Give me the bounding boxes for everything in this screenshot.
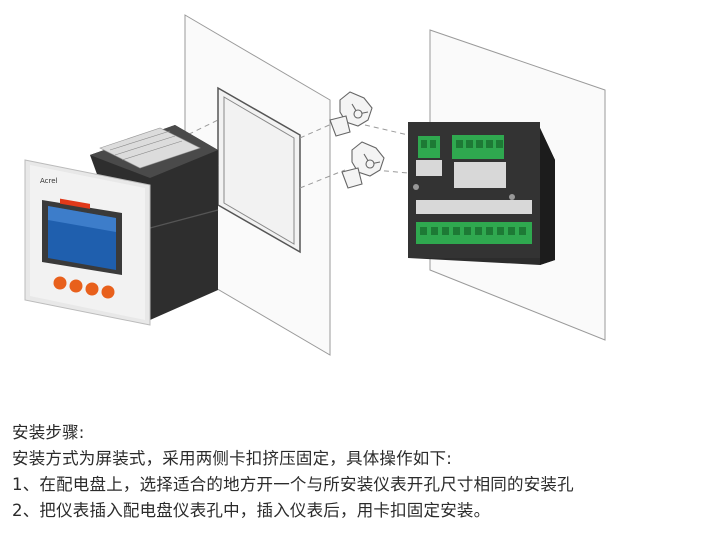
front-buttons (53, 276, 115, 299)
left-button (69, 279, 83, 293)
mounting-clamp-bottom (341, 141, 385, 189)
instructions-step-2: 2、把仪表插入配电盘仪表孔中，插入仪表后，用卡扣固定安装。 (12, 501, 491, 520)
set-button (53, 276, 67, 290)
installation-instructions: 安装步骤: 安装方式为屏装式，采用两侧卡扣挤压固定，具体操作如下: 1、在配电盘… (12, 420, 702, 524)
instructions-intro: 安装方式为屏装式，采用两侧卡扣挤压固定，具体操作如下: (12, 449, 452, 468)
meter-front-view (24, 125, 219, 326)
meter-rear-view (408, 122, 555, 265)
installation-diagram: Acrel (24, 14, 606, 356)
right-button (85, 282, 99, 296)
instructions-step-1: 1、在配电盘上，选择适合的地方开一个与所安装仪表开孔尺寸相同的安装孔 (12, 475, 574, 494)
enter-button (101, 285, 115, 299)
instructions-heading: 安装步骤: (12, 423, 85, 442)
mounting-clamp-top (329, 91, 373, 137)
brand-logo: Acrel (40, 177, 58, 185)
